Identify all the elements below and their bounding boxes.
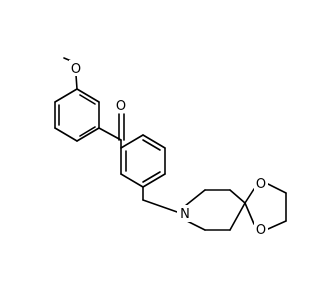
methoxy-oxygen-label: O bbox=[71, 62, 81, 77]
bond-carbonyl-ar bbox=[98, 127, 122, 141]
structure-canvas: O O N O O bbox=[54, 57, 287, 238]
bond-ch2-o-bottom bbox=[267, 220, 287, 230]
bond-ph-inner-a bbox=[142, 139, 161, 151]
bond-n-c2 bbox=[184, 189, 206, 207]
molecule-diagram: O O N O O bbox=[54, 57, 287, 238]
bond-ph2-3 bbox=[142, 134, 166, 149]
methoxy-oxygen-bg bbox=[69, 60, 83, 76]
bond-ph5-6 bbox=[120, 173, 144, 188]
amine-nitrogen-label: N bbox=[180, 207, 190, 222]
bond-o-bottom-spiro bbox=[244, 202, 255, 225]
bond-ar1-2 bbox=[54, 88, 78, 103]
carbonyl-oxygen-label: O bbox=[116, 99, 126, 114]
bond-spiro-c5 bbox=[229, 202, 246, 231]
dioxolane-oxygen-top-label: O bbox=[256, 177, 266, 192]
bond-ar-inner-b bbox=[79, 126, 96, 137]
dioxolane-oxygen-bottom-bg bbox=[254, 221, 268, 237]
bond-ar6-1 bbox=[76, 88, 100, 103]
bond-ph-inner-b bbox=[142, 171, 161, 183]
atom-labels: O O N O O bbox=[69, 60, 268, 238]
bond-ar3-4 bbox=[54, 127, 78, 142]
bond-c3-spiro bbox=[229, 189, 246, 204]
bond-ph4-5 bbox=[142, 173, 166, 188]
carbonyl-oxygen-bg bbox=[114, 97, 128, 113]
amine-nitrogen-bg bbox=[177, 205, 193, 222]
bond-ar-inner-c bbox=[79, 94, 96, 105]
bond-o-top-ch2 bbox=[267, 183, 287, 194]
bonds bbox=[54, 57, 287, 231]
dioxolane-oxygen-top-bg bbox=[254, 175, 268, 191]
bond-o-aryl bbox=[75, 74, 78, 90]
bond-spiro-o-top bbox=[244, 188, 255, 204]
bond-ar4-5 bbox=[76, 127, 100, 142]
bond-ch2-n bbox=[142, 199, 181, 214]
dioxolane-oxygen-bottom-label: O bbox=[256, 223, 266, 238]
bond-ph1-2 bbox=[120, 134, 144, 149]
